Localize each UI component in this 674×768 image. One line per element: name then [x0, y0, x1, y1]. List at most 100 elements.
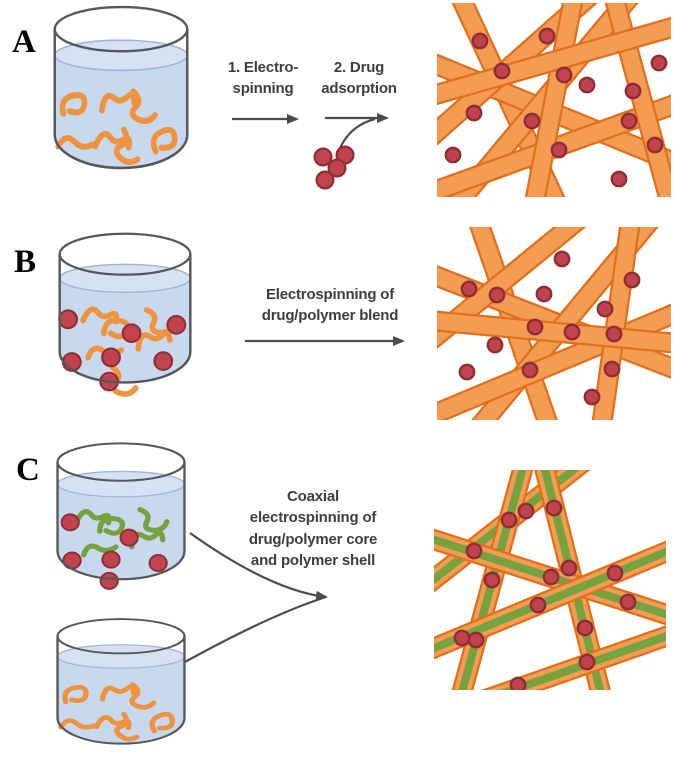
drug-particle	[153, 351, 174, 371]
polymer-chain	[62, 684, 89, 705]
polymer-chain	[150, 126, 178, 155]
drug-particle	[483, 571, 501, 589]
drug-particle	[101, 347, 121, 368]
drug-particle	[465, 104, 483, 122]
beaker-shell-polymer-solution	[56, 618, 186, 745]
drug-particle	[605, 325, 623, 343]
drug-particle	[99, 571, 119, 590]
drug-particle	[313, 147, 333, 167]
drug-particle	[488, 286, 506, 304]
step2-line1: 2. Drug	[333, 59, 385, 76]
fiber	[594, 227, 638, 420]
drug-particle	[523, 112, 541, 130]
drug-particle	[545, 499, 563, 517]
drug-particle	[596, 300, 614, 318]
drug-particle	[606, 564, 624, 582]
drug-particle	[553, 250, 571, 268]
drug-particle	[60, 513, 80, 532]
polymer-chain	[80, 306, 120, 325]
fiber-mat-embedded-drug	[437, 227, 671, 420]
panel-c-process-arrows	[184, 532, 328, 663]
caption-b-line1: Electrospinning of	[265, 286, 395, 303]
drug-particle	[550, 141, 568, 159]
panel-b-label: B	[14, 244, 37, 280]
drug-particle	[458, 363, 476, 381]
caption-b-line2: drug/polymer blend	[261, 307, 399, 325]
drug-particle	[493, 62, 511, 80]
polymer-chain	[149, 711, 176, 734]
beaker-glass	[53, 29, 189, 170]
fiber-mesh	[437, 3, 671, 197]
electrospinning-step-caption: 1. Electro- spinning	[214, 57, 312, 100]
step2-line2: adsorption	[321, 80, 397, 98]
drug-particle	[148, 554, 168, 573]
polymer-chain	[59, 92, 88, 117]
drug-particle	[517, 502, 535, 520]
beaker-glass	[56, 636, 186, 745]
fiber-mesh	[434, 470, 666, 690]
beaker-glass	[56, 462, 186, 581]
drug-particle	[315, 170, 335, 190]
free-drug-particles	[313, 145, 355, 190]
polymer-chain	[113, 126, 141, 166]
drug-particle	[61, 352, 82, 372]
polymer-chain	[135, 329, 173, 352]
polymer-chain	[55, 135, 96, 150]
drug-particle	[471, 32, 489, 50]
polymer-chain	[137, 507, 170, 533]
drug-particle	[101, 550, 121, 569]
drug-particle	[529, 596, 547, 614]
drug-particle	[327, 158, 347, 178]
drug-particle	[560, 559, 578, 577]
drug-particle	[444, 146, 462, 164]
blend-electrospinning-caption: Electrospinning of drug/polymer blend	[232, 284, 428, 327]
beaker-drug-polymer-blend	[58, 232, 192, 397]
panel-c-label: C	[16, 452, 40, 488]
panel-b-process-arrow	[245, 336, 405, 346]
drug-particle	[526, 318, 544, 336]
drug-particle	[465, 542, 483, 560]
beaker-rim	[56, 442, 186, 482]
fiber-mat-surface-adsorbed-drug	[437, 3, 671, 197]
polymer-chain	[98, 91, 138, 114]
drug-particle	[650, 54, 668, 72]
drug-particle	[58, 309, 78, 330]
drug-particle	[535, 285, 553, 303]
drug-particle	[119, 528, 139, 547]
coaxial-electrospinning-caption: Coaxial electrospinning of drug/polymer …	[218, 486, 408, 571]
fiber-mesh	[437, 227, 671, 420]
drug-particle	[620, 112, 638, 130]
caption-c-line2: electrospinning of	[249, 509, 377, 527]
polymer-chain	[114, 711, 140, 742]
drug-particle	[623, 271, 641, 289]
panel-a-label: A	[12, 24, 36, 60]
step1-line1: 1. Electro-	[227, 59, 299, 76]
fiber	[606, 3, 671, 197]
drug-particle	[578, 653, 596, 671]
drug-particle	[538, 27, 556, 45]
polymer-chain	[99, 684, 137, 702]
coaxial-lower-converging-arrow	[184, 595, 327, 663]
drug-particle	[166, 314, 187, 335]
drug-particle	[467, 631, 485, 649]
caption-c-line3: drug/polymer core	[248, 530, 378, 548]
beaker-glass	[58, 254, 192, 384]
polymer-chain	[58, 718, 97, 730]
beaker-polymer-solution-a	[53, 5, 189, 170]
polymer-chain	[129, 88, 158, 124]
caption-c-line4: and polymer shell	[250, 551, 376, 569]
fiber	[437, 306, 671, 420]
panel-a-process-arrows	[232, 113, 389, 190]
drug-particle	[619, 593, 637, 611]
fiber	[437, 19, 671, 103]
polymer-chain	[129, 682, 157, 710]
step1-line2: spinning	[232, 80, 294, 98]
drug-particle	[583, 388, 601, 406]
drug-particle	[521, 361, 539, 379]
drug-particle	[563, 323, 581, 341]
caption-c-line1: Coaxial	[287, 488, 339, 505]
drug-particle	[610, 170, 628, 188]
drug-particle	[542, 568, 560, 586]
drug-particle	[555, 66, 573, 84]
beaker-drug-polymer-core-solution	[56, 442, 186, 590]
